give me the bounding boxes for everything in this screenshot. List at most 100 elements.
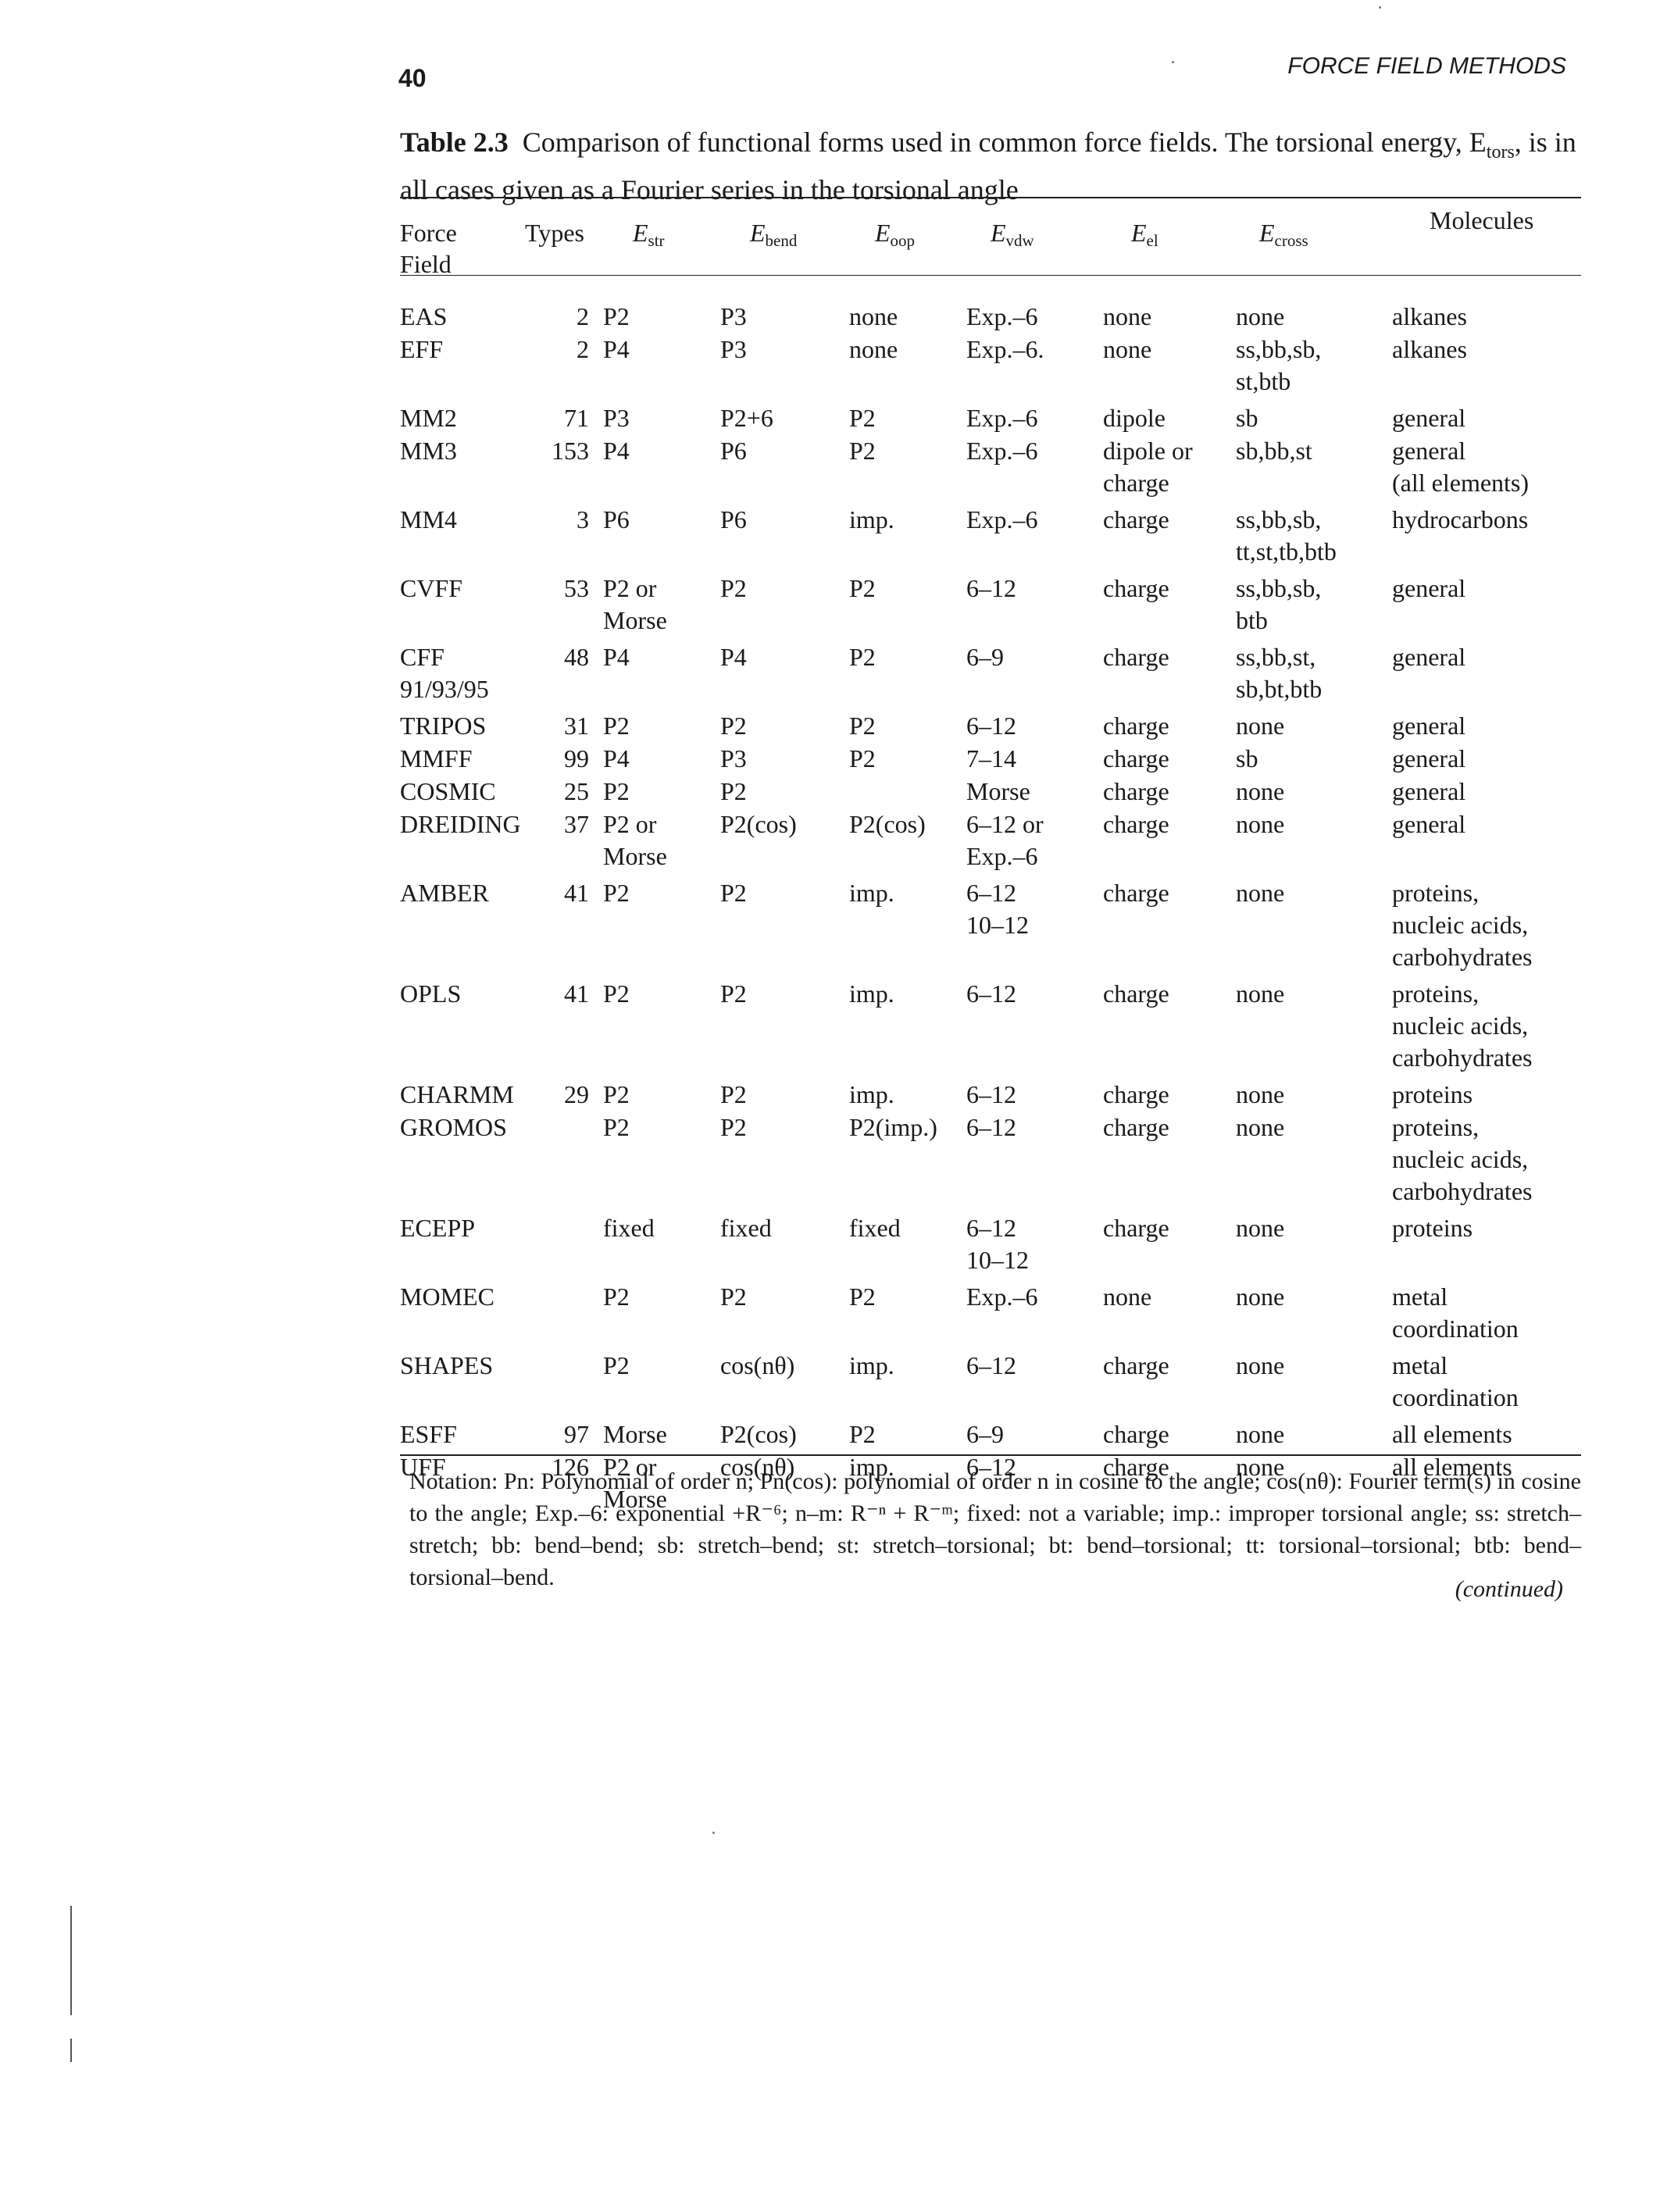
cell-el: charge — [1103, 1214, 1169, 1242]
cell-el: charge — [1103, 574, 1169, 602]
cell-el: charge — [1103, 744, 1169, 772]
header-e-bend: Ebend — [750, 217, 797, 256]
cell-cross: none — [1236, 1453, 1285, 1481]
cell-mol: all elements — [1392, 1420, 1512, 1448]
cell-mol: alkanes — [1392, 302, 1467, 330]
cell-el: charge — [1103, 879, 1169, 907]
cell-bend: P2 — [720, 777, 747, 805]
margin-mark — [70, 2039, 72, 2062]
header-e-vdw-sub: vdw — [1005, 231, 1034, 250]
cell-el: charge — [1103, 979, 1169, 1008]
cell-oop: P2(cos) — [849, 810, 926, 838]
cell-el: none — [1103, 302, 1152, 330]
cell-str: P4 — [603, 744, 630, 772]
cell-mol: proteins, nucleic acids, carbohydrates — [1392, 979, 1533, 1072]
header-e-oop-sub: oop — [890, 231, 916, 250]
header-e-cross-symbol: E — [1259, 219, 1275, 247]
cell-str: P4 — [603, 437, 630, 465]
cell-types: 2 — [577, 302, 589, 330]
cell-bend: P3 — [720, 744, 747, 772]
cell-cross: ss,bb,sb, tt,st,tb,btb — [1236, 505, 1337, 565]
header-e-cross-sub: cross — [1274, 231, 1308, 250]
cell-cross: none — [1236, 777, 1285, 805]
cell-bend: P2 — [720, 1113, 747, 1141]
cell-oop: imp. — [849, 1080, 894, 1108]
cell-cross: none — [1236, 979, 1285, 1008]
cell-vdw: 6–12 — [966, 979, 1016, 1008]
header-e-el-sub: el — [1146, 231, 1158, 250]
cell-bend: P2 — [720, 1080, 747, 1108]
cell-bend: P3 — [720, 302, 747, 330]
cell-el: none — [1103, 335, 1152, 363]
cell-mol: metal coordination — [1392, 1283, 1519, 1343]
cell-types — [517, 1111, 603, 1212]
cell-cross: sb,bb,st — [1236, 437, 1312, 465]
cell-bend: P6 — [720, 437, 747, 465]
cell-mol: alkanes — [1392, 335, 1467, 363]
cell-vdw: 6–12 — [966, 712, 1016, 740]
caption-subscript: tors — [1486, 142, 1515, 163]
cell-bend: P2+6 — [720, 404, 773, 432]
cell-types: 48 — [564, 643, 589, 671]
cell-el: charge — [1103, 505, 1169, 533]
caption-text: Comparison of functional forms used in c… — [522, 127, 1487, 158]
cell-ff: ESFF — [400, 1420, 457, 1448]
cell-ff: TRIPOS — [400, 712, 487, 740]
cell-str: P2 — [603, 712, 630, 740]
cell-mol: general — [1392, 744, 1466, 772]
header-force-field: Force Field — [400, 219, 457, 278]
cell-types — [517, 1350, 603, 1418]
cell-types: 99 — [564, 744, 589, 772]
cell-str: Morse — [603, 1420, 667, 1448]
cell-bend: P3 — [720, 335, 747, 363]
cell-ff: MMFF — [400, 744, 473, 772]
cell-cross: ss,bb,sb, btb — [1236, 574, 1322, 634]
cell-bend: P2 — [720, 712, 747, 740]
cell-str: P2 — [603, 777, 630, 805]
cell-types: 97 — [564, 1420, 589, 1448]
cell-vdw: Exp.–6 — [966, 505, 1038, 533]
cell-oop: P2 — [849, 712, 876, 740]
cell-str: P3 — [603, 404, 630, 432]
cell-ff: MOMEC — [400, 1283, 494, 1311]
cell-el: charge — [1103, 810, 1169, 838]
cell-vdw: 6–12 — [966, 1351, 1016, 1379]
cell-types: 71 — [564, 404, 589, 432]
cell-vdw: 7–14 — [966, 744, 1016, 772]
cell-vdw: 6–9 — [966, 1420, 1004, 1448]
header-e-oop: Eoop — [875, 217, 915, 256]
speck — [712, 1832, 715, 1834]
cell-cross: none — [1236, 1080, 1285, 1108]
cell-cross: ss,bb,sb, st,btb — [1236, 335, 1322, 395]
cell-ff: MM3 — [400, 437, 457, 465]
cell-ff: OPLS — [400, 979, 462, 1008]
cell-str: P2 or Morse — [603, 810, 667, 870]
cell-bend: P6 — [720, 505, 747, 533]
cell-cross: none — [1236, 1113, 1285, 1141]
cell-bend: P2 — [720, 1283, 747, 1311]
cell-el: charge — [1103, 1453, 1169, 1481]
cell-bend: P2(cos) — [720, 1420, 797, 1448]
cell-str: fixed — [603, 1214, 655, 1242]
cell-mol: hydrocarbons — [1392, 505, 1529, 533]
cell-cross: sb — [1236, 404, 1258, 432]
cell-oop: imp. — [849, 979, 894, 1008]
cell-cross: none — [1236, 712, 1285, 740]
cell-bend: P2 — [720, 574, 747, 602]
cell-str: P2 or Morse — [603, 1453, 667, 1513]
cell-mol: metal coordination — [1392, 1351, 1519, 1411]
cell-oop — [849, 776, 966, 808]
cell-str: P4 — [603, 643, 630, 671]
cell-vdw: 6–12 10–12 — [966, 1214, 1029, 1274]
margin-mark — [70, 1906, 72, 2015]
cell-vdw: 6–12 — [966, 1453, 1016, 1481]
